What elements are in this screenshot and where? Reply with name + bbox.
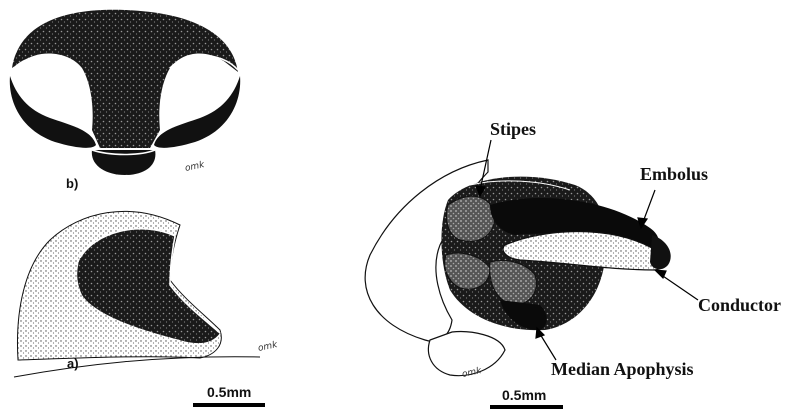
scale-bar-left-label: 0.5mm [207, 385, 251, 399]
callout-conductor: Conductor [698, 296, 781, 314]
panel-b-drawing [10, 10, 240, 175]
callout-stipes: Stipes [490, 120, 536, 138]
scale-bar-right-line [490, 405, 563, 409]
panel-b-label: b) [66, 177, 78, 190]
scale-bar-left-line [193, 403, 265, 407]
arrow-conductor [660, 274, 698, 300]
arrow-embolus [643, 190, 655, 222]
arrow-median-apophysis [540, 334, 556, 360]
panel-a-drawing [14, 211, 260, 377]
callout-median-apophysis: Median Apophysis [551, 360, 694, 378]
callout-embolus: Embolus [640, 165, 708, 183]
panel-a-label: a) [67, 357, 79, 370]
palp-drawing [365, 160, 671, 376]
scale-bar-right-label: 0.5mm [502, 388, 546, 402]
